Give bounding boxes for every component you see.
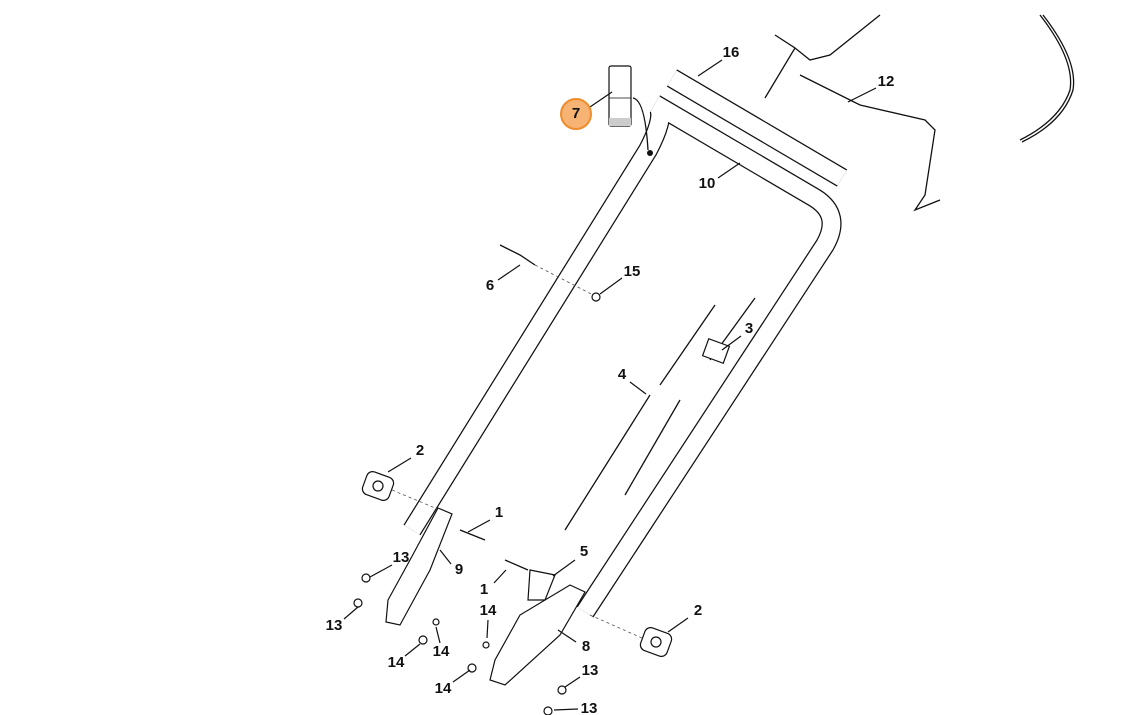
callout-4[interactable]: 4 <box>618 366 627 383</box>
callout-14[interactable]: 14 <box>480 602 497 619</box>
callout-2[interactable]: 2 <box>694 602 702 619</box>
callout-12[interactable]: 12 <box>878 73 895 90</box>
callout-15[interactable]: 15 <box>624 263 641 280</box>
knob-part-2-right[interactable] <box>589 614 673 658</box>
callout-1[interactable]: 1 <box>495 504 503 521</box>
callout-14[interactable]: 14 <box>435 680 452 697</box>
nut-part-15[interactable] <box>591 292 601 302</box>
callout-3[interactable]: 3 <box>745 320 753 337</box>
callout-13[interactable]: 13 <box>582 662 599 679</box>
label-sticker-part-7[interactable] <box>608 65 649 151</box>
callout-2[interactable]: 2 <box>416 442 424 459</box>
upper-bar-part-16[interactable] <box>666 69 848 187</box>
callout-10[interactable]: 10 <box>699 175 716 192</box>
bracket-part-9[interactable] <box>385 507 486 626</box>
screw-part-6[interactable] <box>499 244 596 297</box>
knob-part-2[interactable] <box>361 470 441 511</box>
callout-13[interactable]: 13 <box>581 700 598 715</box>
callout-7[interactable]: 7 <box>572 105 580 122</box>
callout-7-highlight[interactable] <box>560 98 592 130</box>
cable-part-12[interactable] <box>764 14 1075 212</box>
fasteners-13-14[interactable] <box>353 573 567 715</box>
bracket-part-8[interactable] <box>489 559 586 686</box>
callout-13[interactable]: 13 <box>326 617 343 634</box>
callout-1[interactable]: 1 <box>480 581 488 598</box>
callout-13[interactable]: 13 <box>393 549 410 566</box>
callout-leaders <box>343 59 877 711</box>
callout-16[interactable]: 16 <box>723 44 740 61</box>
callout-14[interactable]: 14 <box>388 654 405 671</box>
callout-6[interactable]: 6 <box>486 277 494 294</box>
callout-14[interactable]: 14 <box>433 643 450 660</box>
callout-labels: 16 7 10 12 6 15 3 4 2 1 9 13 5 1 14 13 1… <box>326 44 895 715</box>
callout-8[interactable]: 8 <box>582 638 590 655</box>
cable-part-4[interactable] <box>564 297 756 531</box>
callout-5[interactable]: 5 <box>580 543 588 560</box>
callout-9[interactable]: 9 <box>455 561 463 578</box>
